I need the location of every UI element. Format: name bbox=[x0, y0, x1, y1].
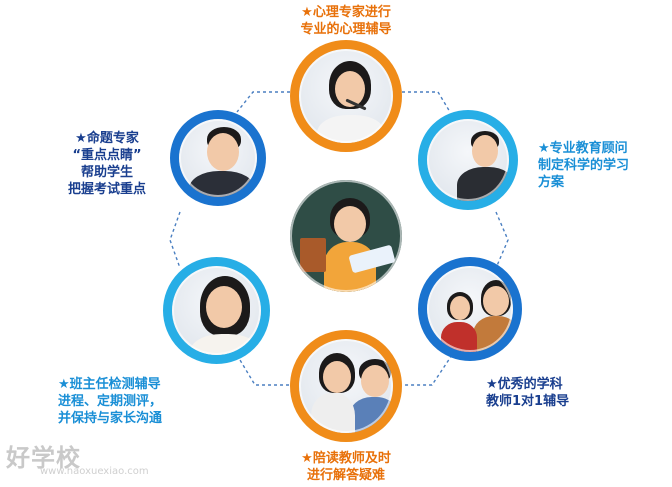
watermark-url: www.haoxuexiao.com bbox=[40, 466, 149, 477]
caption-line: 制定科学的学习 bbox=[538, 158, 630, 173]
caption-consultant: ★专业教育顾问 制定科学的学习 方案 bbox=[538, 140, 668, 191]
connector-top-upperleft bbox=[236, 91, 290, 113]
caption-psychologist: ★心理专家进行 专业的心理辅导 bbox=[270, 4, 422, 38]
caption-subject-teacher: ★优秀的学科 教师1对1辅导 bbox=[486, 376, 606, 410]
connector-top-upperright bbox=[402, 91, 451, 113]
caption-study-companion: ★陪读教师及时 进行解答疑难 bbox=[270, 450, 422, 484]
caption-line: 帮助学生 bbox=[80, 165, 133, 180]
caption-line: 专业的心理辅导 bbox=[300, 22, 392, 37]
caption-line: ★班主任检测辅导 bbox=[58, 377, 161, 392]
caption-line: ★命题专家 bbox=[75, 131, 139, 146]
watermark-logo: 好学校 bbox=[6, 444, 81, 472]
caption-line: 方案 bbox=[538, 175, 565, 190]
caption-homeroom-teacher: ★班主任检测辅导 进程、定期测评， 并保持与家长沟通 bbox=[58, 376, 198, 427]
caption-line: 教师1对1辅导 bbox=[486, 394, 570, 409]
subject-teacher-photo bbox=[418, 257, 522, 361]
connector-lowerleft-bottom bbox=[236, 354, 290, 386]
caption-line: 并保持与家长沟通 bbox=[58, 411, 163, 426]
homeroom-teacher-photo bbox=[163, 257, 270, 364]
exam-expert-photo bbox=[170, 110, 266, 206]
caption-line: 把握考试重点 bbox=[67, 182, 146, 197]
caption-line: “重点点睛” bbox=[72, 148, 142, 163]
caption-line: ★陪读教师及时 bbox=[301, 451, 391, 466]
connector-lowerright-bottom bbox=[404, 354, 453, 386]
caption-line: 进行解答疑难 bbox=[306, 468, 385, 483]
study-companion-photo bbox=[290, 330, 402, 442]
caption-line: 进程、定期测评， bbox=[58, 394, 163, 409]
psychologist-photo bbox=[290, 40, 402, 152]
caption-exam-expert: ★命题专家 “重点点睛” 帮助学生 把握考试重点 bbox=[52, 130, 162, 198]
consultant-photo bbox=[418, 110, 518, 210]
caption-line: ★专业教育顾问 bbox=[538, 141, 628, 156]
caption-line: ★心理专家进行 bbox=[301, 5, 391, 20]
connector-upperleft-lowerleft bbox=[169, 211, 181, 269]
connector-upperright-lowerright bbox=[495, 211, 509, 269]
caption-line: ★优秀的学科 bbox=[486, 377, 563, 392]
student-girl-photo bbox=[290, 180, 402, 292]
